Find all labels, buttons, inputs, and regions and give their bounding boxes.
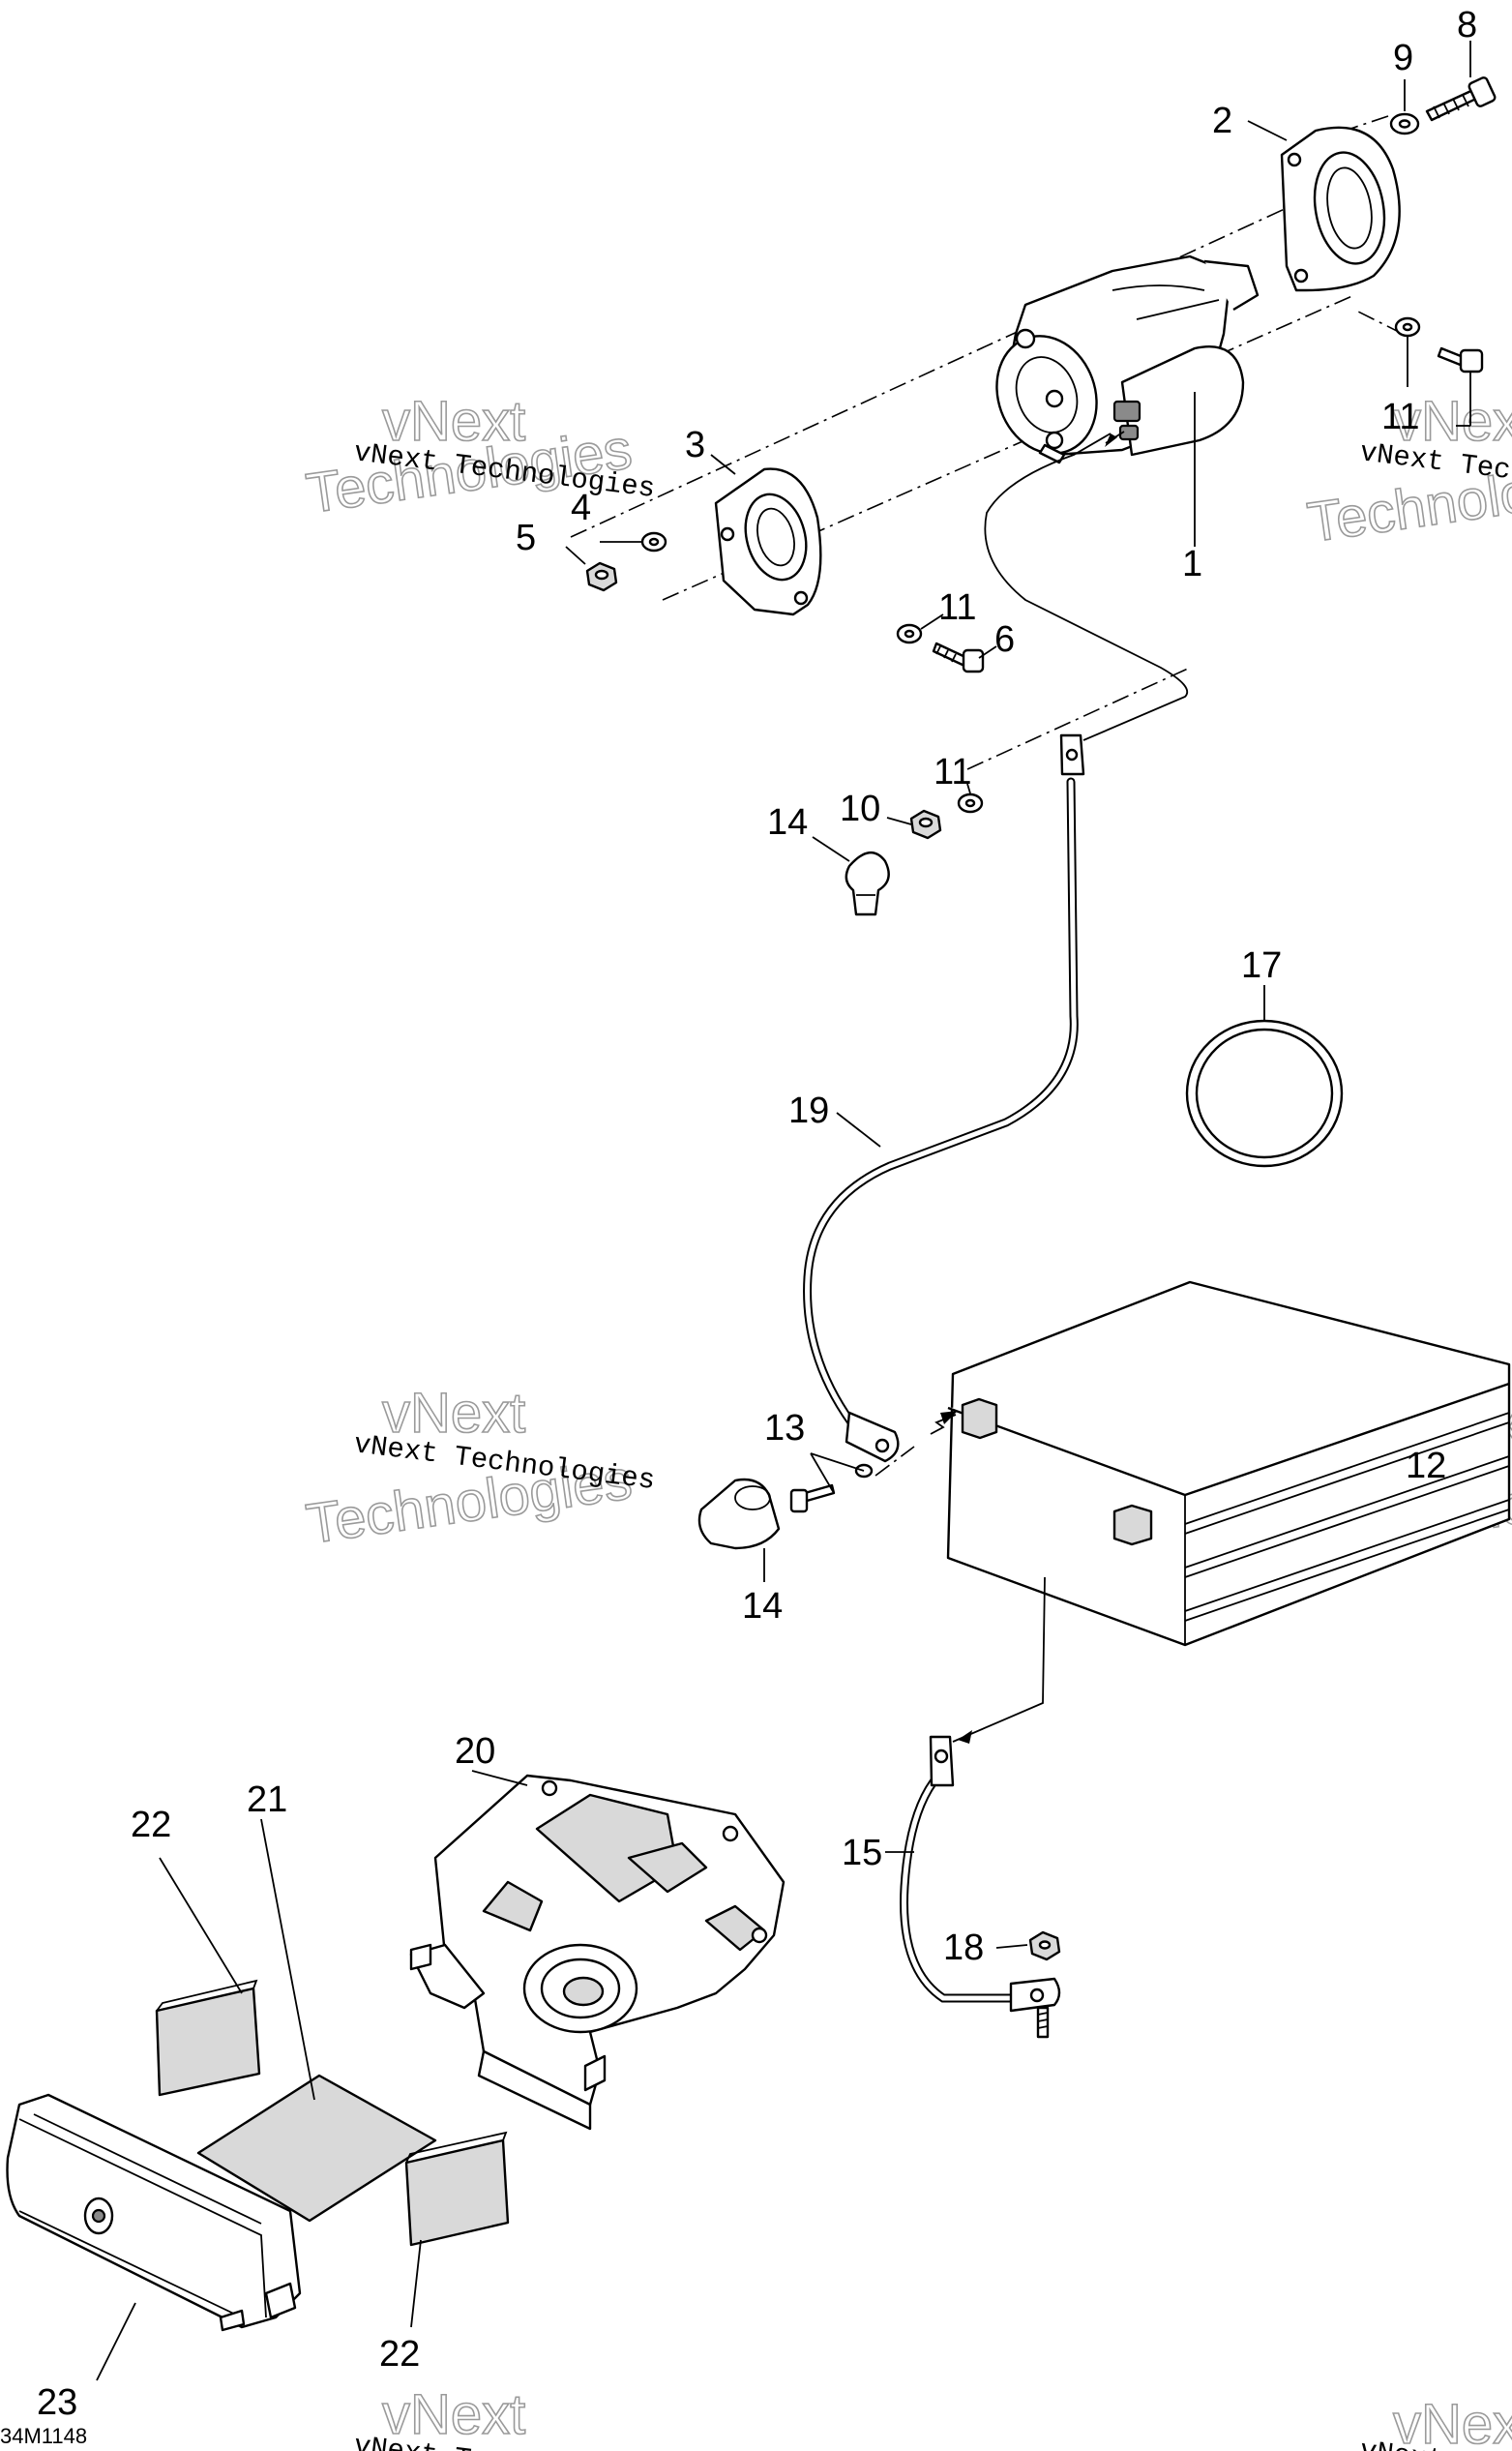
callout-20: 20	[455, 1731, 495, 1772]
nut-10	[909, 809, 942, 840]
callout-10: 10	[840, 789, 880, 829]
callout-3: 3	[685, 425, 705, 465]
callout-6: 6	[994, 619, 1015, 660]
svg-text:vNext: vNext	[382, 1382, 525, 1445]
callout-14-upper: 14	[767, 802, 808, 843]
nut-18	[1028, 1930, 1061, 2039]
watermark-top-right: vNext Technologies vNext Technologies	[1303, 389, 1512, 554]
callout-14-lower: 14	[742, 1586, 783, 1627]
bolt-13	[789, 1452, 874, 1513]
callout-5: 5	[516, 518, 536, 558]
bolt-upper-right	[1437, 346, 1484, 374]
callout-13: 13	[764, 1408, 805, 1449]
callout-8: 8	[1457, 5, 1477, 45]
callout-22-upper: 22	[131, 1805, 171, 1845]
callout-1: 1	[1182, 544, 1202, 584]
cable-15	[900, 1576, 1061, 2013]
o-ring-17	[1185, 1019, 1344, 1168]
watermark-bottom-right: vNext vNext Technologies	[1358, 2392, 1512, 2451]
bolt-8	[1425, 76, 1497, 122]
callout-22-lower: 22	[379, 2334, 420, 2375]
pad-21	[196, 2074, 437, 2223]
battery-12	[930, 1280, 1511, 1647]
rear-support-bracket	[1280, 126, 1401, 292]
washer-11-middle	[896, 623, 923, 644]
callout-23: 23	[37, 2382, 77, 2423]
callout-4: 4	[571, 488, 591, 528]
front-support-bracket	[714, 467, 822, 616]
callout-21: 21	[247, 1779, 287, 1820]
washer-9	[1389, 112, 1420, 135]
washer-4	[640, 531, 667, 553]
svg-text:vNext: vNext	[1393, 2393, 1512, 2451]
callout-11-upper-right: 11	[1381, 397, 1419, 437]
terminal-boot-upper	[845, 852, 890, 916]
starter-motor	[995, 254, 1260, 464]
cable-19	[803, 733, 1085, 1463]
foam-block-22-lower	[404, 2131, 510, 2247]
leader-lines	[96, 41, 1471, 2381]
callout-11-middle: 11	[938, 587, 976, 628]
foam-block-22-upper	[155, 1979, 261, 2097]
svg-text:vNext: vNext	[382, 390, 525, 453]
battery-cover-23	[6, 2093, 302, 2332]
watermark-top-left: vNext Technologies vNext Technologies	[302, 389, 657, 525]
watermark-bottom-left: vNext vNext Technologies	[352, 2382, 657, 2451]
svg-text:vNext: vNext	[382, 2383, 525, 2446]
drawing-code: 34M1148	[0, 2424, 87, 2448]
nut-5	[585, 561, 618, 592]
washer-11-upper-right	[1394, 316, 1421, 338]
callout-numbers: 1 2 3 4 5 6 8 9 10 11 11 11 12 13 14 14 …	[37, 5, 1477, 2423]
watermark-middle-left: vNext Technologies vNext Technologies	[302, 1381, 657, 1556]
battery-tray-20	[409, 1774, 786, 2131]
svg-text:vNext: vNext	[1393, 390, 1512, 453]
terminal-boot-lower	[697, 1478, 781, 1550]
callout-18: 18	[943, 1928, 984, 1968]
bolt-6	[932, 642, 985, 673]
callout-17: 17	[1241, 945, 1282, 986]
assembly-center-lines	[570, 115, 1404, 1477]
callout-19: 19	[788, 1091, 829, 1131]
washer-11-lower	[957, 792, 984, 814]
callout-9: 9	[1393, 38, 1413, 78]
callout-2: 2	[1212, 101, 1232, 141]
callout-12: 12	[1406, 1446, 1446, 1486]
callout-15: 15	[842, 1833, 882, 1873]
callout-11-lower: 11	[934, 752, 971, 792]
starter-lead-wire	[984, 431, 1189, 741]
